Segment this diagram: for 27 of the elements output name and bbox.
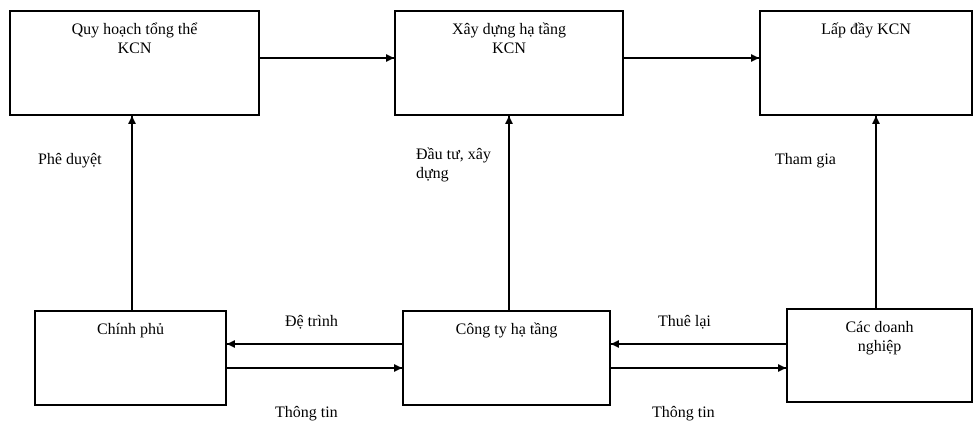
- arrow: [611, 340, 786, 348]
- process-box: [402, 310, 611, 406]
- arrow: [227, 364, 402, 372]
- edge-label: Thuê lại: [658, 312, 711, 331]
- edge-label: Thông tin: [652, 403, 715, 422]
- process-box: [394, 10, 624, 116]
- box-label: Lấp đầy KCN: [821, 20, 911, 39]
- box-label: Xây dựng hạ tầng KCN: [451, 20, 567, 58]
- arrow: [260, 54, 394, 62]
- edge-label: Phê duyệt: [38, 150, 102, 169]
- box-label: Các doanh nghiệp: [844, 318, 914, 356]
- edge-label: Đệ trình: [285, 312, 338, 331]
- arrow: [227, 340, 402, 348]
- arrow: [128, 116, 136, 310]
- arrow: [872, 116, 880, 308]
- box-label: Công ty hạ tầng: [456, 320, 558, 339]
- arrow: [505, 116, 513, 310]
- process-box: [9, 10, 260, 116]
- box-label: Quy hoạch tổng thể KCN: [70, 20, 198, 58]
- process-box: [786, 308, 973, 403]
- edge-label: Tham gia: [775, 150, 836, 169]
- arrow: [624, 54, 759, 62]
- process-box: [34, 310, 227, 406]
- arrow: [611, 364, 786, 372]
- box-label: Chính phủ: [96, 320, 164, 339]
- process-box: [759, 10, 973, 116]
- edge-label: Thông tin: [275, 403, 338, 422]
